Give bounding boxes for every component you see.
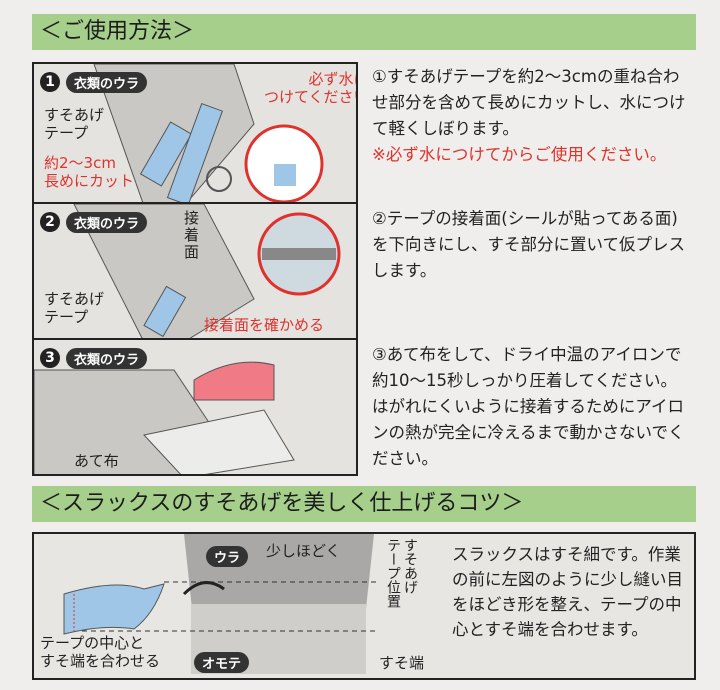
tape-position-label: すそあげ テープ位置 (385, 538, 418, 608)
step1-drawing (93, 64, 324, 202)
instruction-1: ①すそあげテープを約2～3cmの重ね合わせ部分を含めて長めにカットし、水につけて… (372, 64, 688, 168)
press-cloth-label: あて布 (74, 452, 119, 470)
loosen-label: 少しほどく (266, 542, 341, 560)
step2-drawing (73, 204, 341, 338)
step2-illustration: 2 衣類のウラ 接 着 面 すそあげ テープ 接着面を確かめる (32, 202, 358, 340)
step-number: 3 (40, 348, 60, 368)
tips-panel: ウラ オモテ 少しほどく すそあげ テープ位置 すそ端 テープの中心と すそ端を… (32, 532, 696, 680)
step-number: 2 (40, 212, 60, 232)
instruction-3: ③あて布をして、ドライ中温のアイロンで約10～15秒しっかり圧着してください。は… (372, 345, 685, 468)
water-note: 必ず水に つけてください (264, 70, 356, 106)
hem-edge-label: すそ端 (379, 654, 425, 672)
cut-note: 約2～3cm 長めにカット (44, 154, 135, 190)
back-side-tag: ウラ (206, 546, 249, 567)
step3-illustration: 3 衣類のウラ あて布 (32, 338, 358, 476)
check-adhesive-note: 接着面を確かめる (204, 316, 325, 334)
garment-back-tag: 衣類のウラ (66, 212, 148, 233)
step-number: 1 (40, 72, 60, 92)
instruction-2: ②テープの接着面(シールが貼ってある面)を下向きにし、すそ部分に置いて仮プレスし… (372, 209, 686, 280)
front-side-tag: オモテ (194, 652, 250, 673)
step1-illustration: 1 衣類のウラ すそあげ テープ 約2～3cm 長めにカット 必ず水に つけてく… (32, 62, 358, 204)
instruction-1-warning: ※必ず水につけてからご使用ください。 (372, 145, 667, 164)
section-header-tips: ＜スラックスのすそあげを美しく仕上げるコツ＞ (32, 486, 696, 522)
tips-text: スラックスはすそ細です。作業の前に左図のように少し縫い目をほどき形を整え、テープ… (452, 545, 683, 639)
instruction-1-text: ①すそあげテープを約2～3cmの重ね合わせ部分を含めて長めにカットし、水につけて… (372, 67, 686, 138)
align-note: テープの中心と すそ端を合わせる (40, 634, 161, 670)
garment-back-tag: 衣類のウラ (66, 72, 148, 93)
step3-drawing (34, 361, 295, 474)
garment-back-tag: 衣類のウラ (66, 348, 148, 369)
section-header-usage: ＜ご使用方法＞ (32, 14, 696, 50)
adhesive-side-label: 接 着 面 (184, 209, 200, 261)
tape-label: すそあげ テープ (44, 106, 105, 142)
tips-drawing (63, 534, 379, 674)
tape-label: すそあげ テープ (44, 290, 105, 326)
